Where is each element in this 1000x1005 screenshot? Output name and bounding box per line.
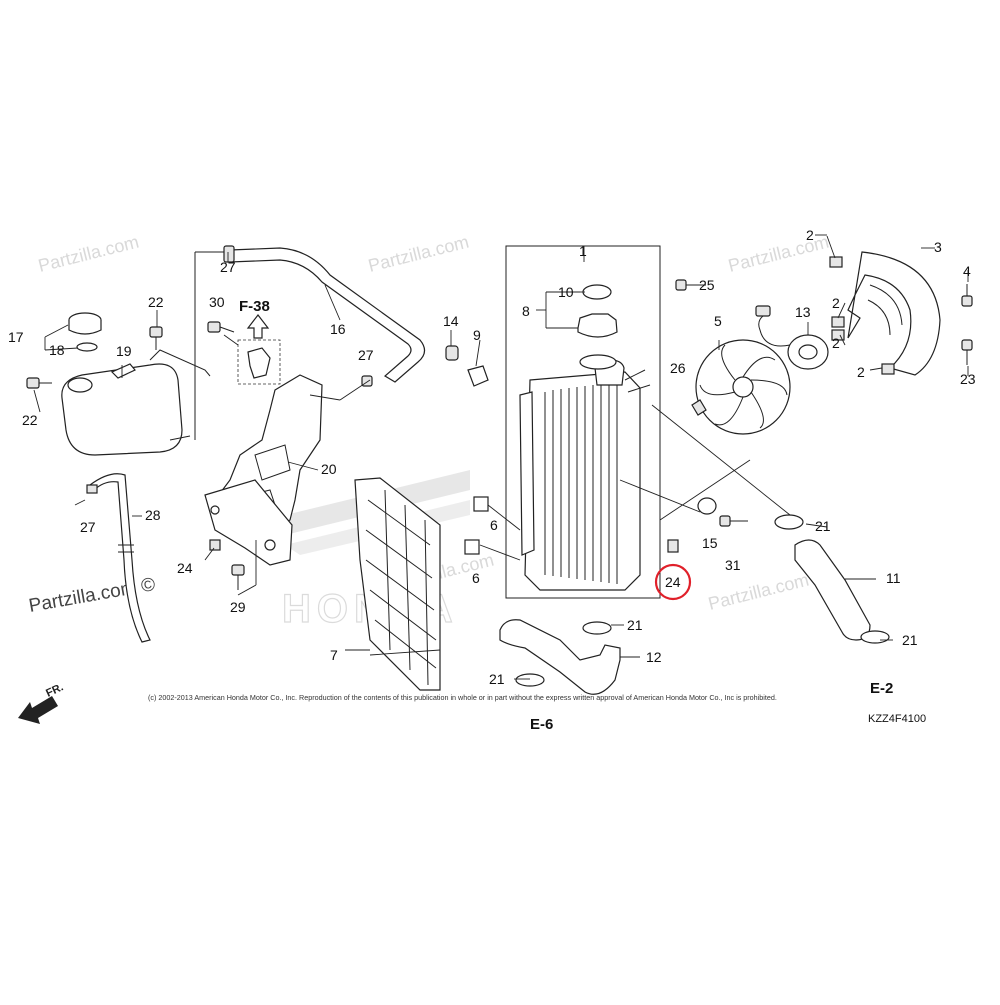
callout-6[interactable]: 6: [490, 517, 498, 533]
callout-3[interactable]: 3: [934, 239, 942, 255]
clip-2-d: [881, 363, 895, 375]
bolt-23: [961, 339, 973, 365]
diagram-code: KZZ4F4100: [868, 713, 926, 725]
leader-lines: [33, 234, 969, 680]
callout-8[interactable]: 8: [522, 303, 530, 319]
callout-1[interactable]: 1: [579, 243, 587, 259]
callout-22[interactable]: 22: [148, 294, 164, 310]
ref-e6[interactable]: E-6: [530, 716, 553, 733]
tank-cap: [68, 312, 102, 352]
callout-16[interactable]: 16: [330, 321, 346, 337]
callout-2[interactable]: 2: [832, 335, 840, 351]
grommet-6-upper: [473, 496, 489, 512]
callout-29[interactable]: 29: [230, 599, 246, 615]
fan-motor: [755, 305, 829, 370]
callout-11[interactable]: 11: [886, 570, 901, 586]
hose-clip: [86, 484, 98, 494]
radiator: [505, 245, 661, 599]
callout-2[interactable]: 2: [832, 295, 840, 311]
lower-hose: [499, 619, 621, 695]
highlight-ring: [654, 563, 692, 601]
callout-15[interactable]: 15: [702, 535, 718, 551]
watermark: Partzilla.com: [366, 232, 471, 276]
section-references: F-38 E-6 E-2: [239, 298, 893, 733]
callout-21[interactable]: 21: [902, 632, 918, 648]
callout-25[interactable]: 25: [699, 277, 715, 293]
radiator-shroud: [354, 477, 441, 691]
watermark: Partzilla.com: [36, 232, 141, 276]
callout-27[interactable]: 27: [220, 259, 236, 275]
callout-17[interactable]: 17: [8, 329, 24, 345]
radiator-bracket: [204, 374, 323, 566]
front-direction: FR.: [18, 681, 65, 724]
watermark: Partzilla.com: [726, 232, 831, 276]
callout-28[interactable]: 28: [145, 507, 161, 523]
callout-24[interactable]: 24: [177, 560, 193, 576]
bolt-29: [231, 564, 245, 590]
radiator-core-fins: [544, 382, 618, 584]
callout-26[interactable]: 26: [670, 360, 686, 376]
fan-shroud: [847, 251, 941, 376]
nut-24-radiator: [667, 539, 679, 553]
callout-30[interactable]: 30: [209, 294, 225, 310]
callout-10[interactable]: 10: [558, 284, 574, 300]
bolt-4: [961, 284, 973, 307]
callout-21[interactable]: 21: [815, 518, 831, 534]
callout-6[interactable]: 6: [472, 570, 480, 586]
clip-2-c: [831, 329, 845, 341]
callout-27[interactable]: 27: [80, 519, 96, 535]
reserve-tank: [61, 349, 211, 456]
callout-2[interactable]: 2: [857, 364, 865, 380]
clip-2-b: [831, 316, 845, 328]
callout-4[interactable]: 4: [963, 263, 971, 279]
nut-24-left: [209, 539, 221, 551]
radiator-cap: [577, 284, 618, 370]
grommet-9: [467, 365, 489, 387]
callout-27[interactable]: 27: [358, 347, 374, 363]
ref-e2[interactable]: E-2: [870, 680, 893, 697]
upper-hose: [774, 514, 890, 644]
callout-14[interactable]: 14: [443, 313, 459, 329]
callout-24-highlighted[interactable]: 24: [665, 574, 681, 590]
nut-26: [691, 399, 707, 416]
callout-21[interactable]: 21: [489, 671, 505, 687]
collar-14: [445, 345, 459, 361]
washer-15: [697, 497, 717, 515]
bolt-31: [719, 515, 748, 527]
callouts: 1 2 2 2 2 3 4 5 6 6 7 8 9 10 11 12 13 14…: [8, 227, 976, 687]
callout-20[interactable]: 20: [321, 461, 337, 477]
clip-2-a: [829, 256, 843, 268]
callout-2[interactable]: 2: [806, 227, 814, 243]
callout-13[interactable]: 13: [795, 304, 811, 320]
overflow-hose: [89, 473, 151, 643]
front-label: FR.: [44, 681, 65, 699]
callout-22[interactable]: 22: [22, 412, 38, 428]
bolt-22-top: [149, 326, 163, 350]
ref-f38[interactable]: F-38: [239, 298, 270, 315]
grommet-6-lower: [464, 539, 480, 555]
callout-19[interactable]: 19: [116, 343, 132, 359]
cooling-fan: [695, 339, 791, 435]
watermark: Partzilla.com: [706, 570, 811, 614]
callout-18[interactable]: 18: [49, 342, 65, 358]
bolt-22-left: [26, 377, 52, 389]
callout-23[interactable]: 23: [960, 371, 976, 387]
f38-clip: [237, 314, 281, 385]
bolt-30: [207, 321, 235, 333]
callout-7[interactable]: 7: [330, 647, 338, 663]
callout-12[interactable]: 12: [646, 649, 662, 665]
copyright-notice: (c) 2002-2013 American Honda Motor Co., …: [148, 693, 777, 702]
callout-9[interactable]: 9: [473, 327, 481, 343]
callout-31[interactable]: 31: [725, 557, 741, 573]
callout-21[interactable]: 21: [627, 617, 643, 633]
callout-5[interactable]: 5: [714, 313, 722, 329]
front-arrow-icon: [18, 696, 58, 724]
